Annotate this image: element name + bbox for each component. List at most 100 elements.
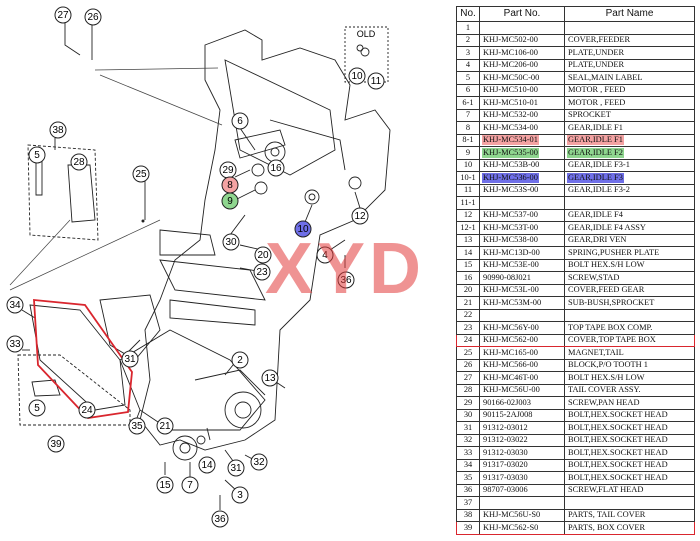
- part-no-cell: 35: [456, 471, 480, 485]
- part-name-cell: BLOCK,P/O TOOTH 1: [564, 358, 695, 372]
- callout-33: 33: [6, 335, 24, 353]
- callout-29: 29: [219, 161, 237, 179]
- part-number-cell: KHJ-MC50C-00: [479, 71, 565, 85]
- svg-text:5: 5: [34, 150, 40, 161]
- part-name-cell: SPROCKET: [564, 108, 695, 122]
- part-no-cell: 8: [456, 121, 480, 135]
- callout-6: 6: [231, 112, 249, 130]
- part-name-cell: MOTOR , FEED: [564, 96, 695, 110]
- part-number-cell: 91312-03022: [479, 433, 565, 447]
- part-number-cell: KHJ-MC562-S0: [479, 521, 565, 535]
- svg-text:6: 6: [237, 116, 243, 127]
- part-no-cell: 10: [456, 158, 480, 172]
- callout-35: 35: [128, 417, 146, 435]
- part-number-cell: KHJ-MC56Y-00: [479, 321, 565, 335]
- part-no-cell: 11: [456, 183, 480, 197]
- part-number-cell: KHJ-MC165-00: [479, 346, 565, 360]
- part-no-cell: 7: [456, 108, 480, 122]
- callout-36-bottom: 36: [211, 510, 229, 528]
- part-name-cell: TOP TAPE BOX COMP.: [564, 321, 695, 335]
- part-number-cell: KHJ-MC534-00: [479, 121, 565, 135]
- svg-text:7: 7: [187, 480, 193, 491]
- part-number-cell: KHJ-MC510-00: [479, 83, 565, 97]
- header-part-name: Part Name: [564, 6, 695, 22]
- watermark: XYD: [265, 229, 426, 309]
- part-no-cell: 21: [456, 296, 480, 310]
- part-number-cell: 91312-03012: [479, 421, 565, 435]
- part-number-cell: 90166-02J003: [479, 396, 565, 410]
- part-name-cell: GEAR,IDLE F4 ASSY: [564, 221, 695, 235]
- part-number-cell: KHJ-MC56U-00: [479, 383, 565, 397]
- part-number-cell: KHJ-MC534-01: [479, 133, 565, 147]
- part-no-cell: 26: [456, 358, 480, 372]
- svg-text:13: 13: [264, 373, 276, 384]
- svg-text:20: 20: [257, 250, 269, 261]
- part-number-cell: [479, 308, 565, 322]
- callout-13: 13: [261, 369, 279, 387]
- part-number-cell: 90115-2AJ008: [479, 408, 565, 422]
- callout-8: 8: [221, 176, 239, 194]
- svg-text:29: 29: [222, 165, 234, 176]
- part-no-cell: 13: [456, 233, 480, 247]
- part-name-cell: PARTS, TAIL COVER: [564, 508, 695, 522]
- part-name-cell: GEAR,IDLE F1: [564, 121, 695, 135]
- part-number-cell: KHJ-MC562-00: [479, 333, 565, 347]
- svg-text:14: 14: [201, 460, 213, 471]
- part-number-cell: KHJ-MC53E-00: [479, 258, 565, 272]
- part-no-cell: 4: [456, 58, 480, 72]
- table-row: 11-1: [456, 196, 695, 210]
- part-name-cell: BOLT,HEX.SOCKET HEAD: [564, 458, 695, 472]
- callout-36-top: 36: [337, 271, 355, 289]
- part-no-cell: 2: [456, 33, 480, 47]
- part-name-cell: SCREW,STAD: [564, 271, 695, 285]
- part-number-cell: [479, 496, 565, 510]
- svg-text:16: 16: [270, 163, 282, 174]
- part-name-cell: PLATE,UNDER: [564, 58, 695, 72]
- part-name-cell: MOTOR , FEED: [564, 83, 695, 97]
- part-name-cell: GEAR,IDLE F4: [564, 208, 695, 222]
- part-no-cell: 9: [456, 146, 480, 160]
- svg-text:5: 5: [34, 403, 40, 414]
- callout-39: 39: [47, 435, 65, 453]
- callout-24: 24: [78, 401, 96, 419]
- part-name-cell: PARTS, BOX COVER: [564, 521, 695, 535]
- svg-text:15: 15: [159, 480, 171, 491]
- part-number-cell: KHJ-MC53B-00: [479, 158, 565, 172]
- part-name-cell: BOLT,HEX.SOCKET HEAD: [564, 408, 695, 422]
- svg-text:36: 36: [214, 514, 226, 525]
- part-number-cell: KHJ-MC46T-00: [479, 371, 565, 385]
- svg-text:9: 9: [227, 196, 233, 207]
- old-label: OLD: [357, 29, 376, 39]
- callout-20: 20: [254, 246, 272, 264]
- part-number-cell: KHJ-MC538-00: [479, 233, 565, 247]
- part-name-cell: BOLT,HEX.SOCKET HEAD: [564, 433, 695, 447]
- svg-text:27: 27: [57, 10, 69, 21]
- callout-11: 11: [367, 72, 385, 90]
- box-cover-highlight: [33, 299, 133, 419]
- part-no-cell: 8-1: [456, 133, 480, 147]
- part-number-cell: KHJ-MC532-00: [479, 108, 565, 122]
- table-row: 22: [456, 308, 695, 322]
- callout-7: 7: [181, 476, 199, 494]
- part-name-cell: [564, 496, 695, 510]
- callout-34: 34: [6, 296, 24, 314]
- callout-10-old: 10: [348, 67, 366, 85]
- part-number-cell: KHJ-MC510-01: [479, 96, 565, 110]
- svg-text:32: 32: [253, 457, 265, 468]
